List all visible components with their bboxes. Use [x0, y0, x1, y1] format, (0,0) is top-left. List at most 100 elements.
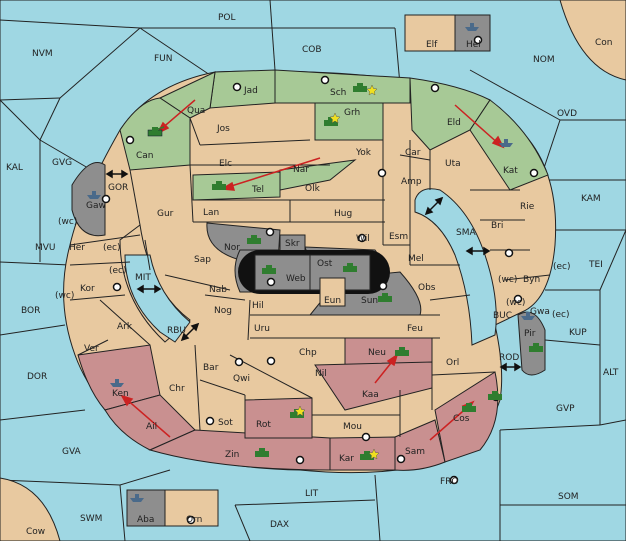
supply-center-icon [232, 82, 242, 92]
supply-center-icon [186, 515, 196, 525]
territory-tel[interactable] [192, 171, 281, 201]
sea-label: FRO [440, 477, 459, 487]
sea-label: Cow [26, 527, 45, 537]
sea-label: SWM [80, 514, 102, 524]
supply-center-icon [234, 357, 244, 367]
territory-aba[interactable] [126, 489, 166, 527]
land-label: Neu [368, 348, 386, 358]
land-label: Esm [389, 232, 408, 242]
land-label: Jos [216, 124, 230, 134]
sea-label: COB [302, 45, 322, 55]
sea-label: RBU [167, 326, 186, 336]
sea-labels: POL NVM FUN COB NOM Con OVD KAL GVG KAM … [6, 13, 619, 537]
supply-center-icon [529, 168, 539, 178]
land-label: Chp [299, 348, 317, 358]
territory-sch[interactable] [274, 69, 411, 104]
coast-labels: (wc) (ec) (ec) (wc) (wc) (ec) (wc) (ec) [55, 217, 571, 320]
supply-center-icon [266, 356, 276, 366]
supply-center-icon [473, 35, 483, 45]
land-label: Elf [426, 40, 438, 50]
sea-label: FUN [154, 54, 173, 64]
inner-sea-sma [414, 188, 497, 346]
territory-pir[interactable] [517, 311, 546, 376]
territory-gaw[interactable] [71, 162, 106, 237]
coast-label: (ec) [553, 262, 571, 272]
sea-label: OVD [557, 109, 577, 119]
land-label: Kor [80, 284, 95, 294]
coast-label: (ec) [103, 243, 121, 253]
army-icon [529, 343, 543, 352]
land-label: Qua [187, 106, 205, 116]
territory-cos[interactable] [434, 371, 499, 463]
territory-nar[interactable] [279, 159, 357, 191]
inner-sea-mit [124, 254, 191, 343]
supply-center-icon [361, 432, 371, 442]
land-label: Mou [343, 422, 362, 432]
land-label: Nab [209, 285, 227, 295]
army-icon [343, 263, 357, 272]
army-icon [247, 235, 261, 244]
supply-center-icon [125, 135, 135, 145]
supply-center-icon [396, 454, 406, 464]
sea-label: SOM [558, 492, 579, 502]
army-icon [488, 391, 502, 400]
territory-jad[interactable] [209, 69, 276, 109]
land-label: Ken [112, 389, 129, 399]
land-label: Qwi [233, 374, 250, 384]
sea-label: LIT [305, 489, 319, 499]
land-label: Hel [466, 40, 481, 50]
supply-center-icon [449, 475, 459, 485]
land-label: Sot [218, 418, 233, 428]
land-label: Kar [339, 454, 354, 464]
sea-label: POL [218, 13, 236, 23]
sea-label: Con [595, 38, 613, 48]
sea-label: SMA [456, 228, 476, 238]
land-label: Can [136, 151, 154, 161]
land-label: Sch [330, 88, 346, 98]
star-icon [329, 112, 341, 124]
sea-label: NVM [32, 49, 53, 59]
land-label: Elc [219, 159, 232, 169]
territory-eun[interactable] [319, 277, 346, 307]
coast-label: (ec) [109, 266, 127, 276]
sea-label: GVG [52, 158, 72, 168]
land-label: Zin [225, 450, 239, 460]
land-label: Grh [344, 108, 360, 118]
land-label: Hug [334, 209, 352, 219]
army-icon [255, 448, 269, 457]
land-label: Rie [520, 202, 535, 212]
territory-elf[interactable] [404, 14, 456, 52]
land-label: Sam [405, 447, 425, 457]
territory-eld[interactable] [409, 77, 491, 151]
land-label: Orl [446, 358, 459, 368]
land-label: Uta [445, 159, 461, 169]
army-icon [353, 83, 367, 92]
army-icon [395, 347, 409, 356]
land-label: Tel [251, 185, 264, 195]
army-icon [147, 126, 165, 137]
fleet-icon [87, 191, 101, 199]
land-label: Byn [523, 275, 540, 285]
sea-label: KAL [6, 163, 23, 173]
fleet-icon [499, 139, 513, 147]
supply-center-icon [378, 281, 388, 291]
land-label: Skr [285, 239, 300, 249]
supply-center-icon [430, 83, 440, 93]
sea-label: BUC [493, 311, 512, 321]
sea-label: DOR [27, 372, 47, 382]
land-label: Web [286, 274, 306, 284]
supply-center-icon [101, 194, 111, 204]
land-label: Aba [137, 515, 154, 525]
star-icon [366, 84, 378, 96]
territory-hel[interactable] [454, 14, 491, 52]
land-label: Nar [293, 165, 309, 175]
sea-label: KAM [581, 194, 601, 204]
land-label: Cos [453, 414, 470, 424]
supply-center-icon [266, 277, 276, 287]
land-label: Yok [355, 148, 372, 158]
land-label: Obs [418, 283, 436, 293]
land-label: Ail [146, 422, 157, 432]
sea-label: GOR [108, 183, 128, 193]
supply-center-icon [504, 248, 514, 258]
